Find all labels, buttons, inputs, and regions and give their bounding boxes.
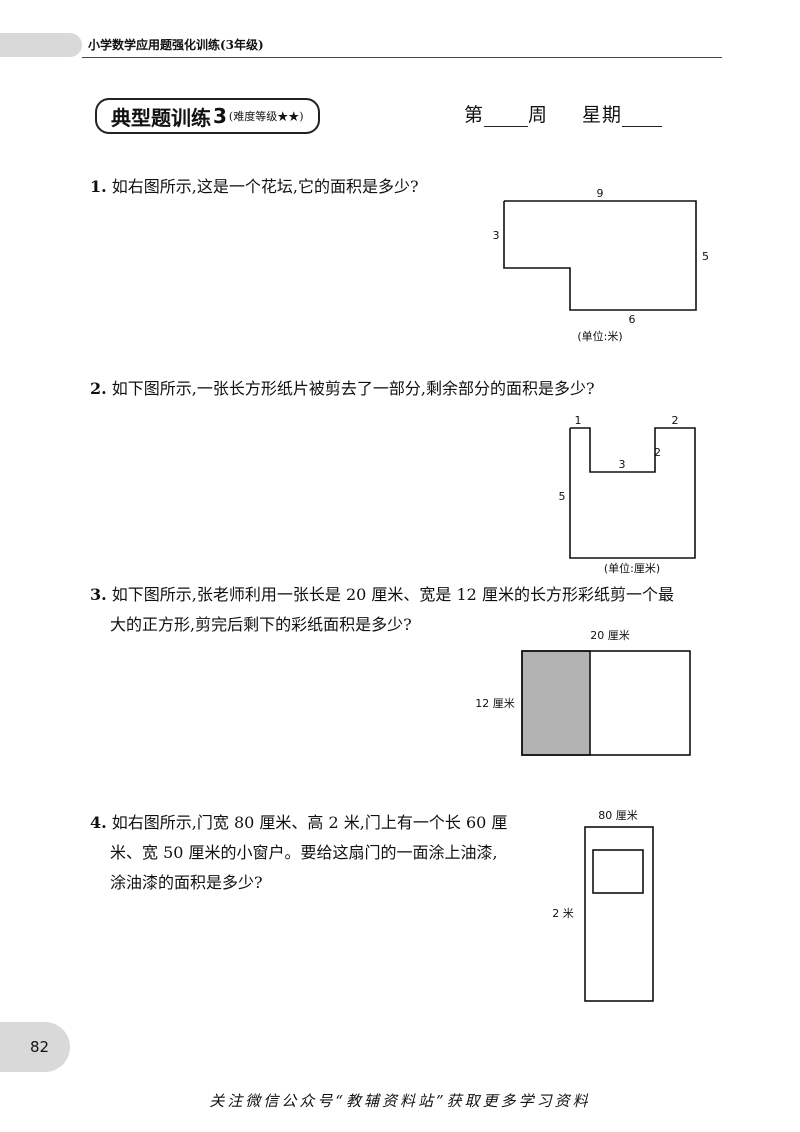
footer-note: 关注微信公众号“教辅资料站”获取更多学习资料 — [209, 1092, 591, 1110]
figure-2-unit: (单位:厘米) — [604, 561, 660, 575]
question-4-text-2: 米、宽 50 厘米的小窗户。要给这扇门的一面涂上油漆, — [110, 843, 498, 862]
figure-1-left-label: 3 — [493, 229, 500, 242]
figure-2-notch-width-label: 3 — [619, 458, 626, 471]
question-1: 1. 如右图所示,这是一个花坛,它的面积是多少? — [90, 172, 419, 202]
question-4: 4. 如右图所示,门宽 80 厘米、高 2 米,门上有一个长 60 厘 米、宽 … — [90, 808, 540, 898]
figure-1-outline — [503, 200, 697, 311]
question-1-text: 如右图所示,这是一个花坛,它的面积是多少? — [111, 177, 419, 196]
question-4-text-1: 如右图所示,门宽 80 厘米、高 2 米,门上有一个长 60 厘 — [111, 813, 508, 832]
weekday-label: 星期 — [582, 104, 623, 126]
figure-1-right-label: 5 — [702, 250, 709, 263]
page-number: 82 — [30, 1038, 50, 1056]
week-day-line: 第 周 星期 — [464, 100, 663, 127]
figure-3-square-shaded — [521, 650, 591, 756]
question-4-number: 4. — [90, 813, 107, 832]
figure-4-window — [592, 849, 644, 894]
figure-2-cut-paper: 1 2 2 3 5 (单位:厘米) — [559, 414, 696, 575]
figure-2-left-label: 5 — [559, 490, 566, 503]
header-band — [0, 33, 82, 57]
week-label-di: 第 — [464, 104, 485, 126]
question-2-text: 如下图所示,一张长方形纸片被剪去了一部分,剩余部分的面积是多少? — [111, 379, 595, 398]
header-rule — [82, 57, 722, 58]
figure-3-rectangle — [521, 650, 691, 756]
figure-4-door: 80 厘米 2 米 — [552, 809, 654, 1002]
question-2: 2. 如下图所示,一张长方形纸片被剪去了一部分,剩余部分的面积是多少? — [90, 374, 595, 404]
question-3: 3. 如下图所示,张老师利用一张长是 20 厘米、宽是 12 厘米的长方形彩纸剪… — [90, 580, 730, 640]
figure-1-bottom-label: 6 — [629, 313, 636, 326]
figure-4-door-outline — [584, 826, 654, 1002]
question-3-number: 3. — [90, 585, 107, 604]
figure-2-notch-depth-label: 2 — [654, 446, 661, 459]
figure-2-outline — [569, 427, 696, 559]
figure-2-top-left-label: 1 — [575, 414, 582, 427]
question-2-number: 2. — [90, 379, 107, 398]
weekday-blank[interactable] — [622, 106, 663, 127]
week-label-zhou: 周 — [528, 104, 549, 126]
figure-4-top-label: 80 厘米 — [598, 809, 638, 822]
figure-1-top-label: 9 — [597, 187, 604, 200]
figure-1-unit: (单位:米) — [577, 329, 622, 343]
question-1-number: 1. — [90, 177, 107, 196]
section-number: 3 — [213, 104, 227, 128]
figure-3-left-label: 12 厘米 — [475, 697, 515, 710]
section-title: 典型题训练 — [111, 105, 211, 130]
book-title: 小学数学应用题强化训练(3年级) — [88, 38, 264, 52]
question-4-text-3: 涂油漆的面积是多少? — [110, 873, 263, 892]
question-3-line-1: 3. 如下图所示,张老师利用一张长是 20 厘米、宽是 12 厘米的长方形彩纸剪… — [90, 580, 730, 610]
figure-1-flowerbed: 9 3 5 6 (单位:米) — [493, 187, 710, 343]
figure-4-left-label: 2 米 — [552, 907, 574, 920]
week-blank[interactable] — [484, 106, 529, 127]
question-4-line-1: 4. 如右图所示,门宽 80 厘米、高 2 米,门上有一个长 60 厘 — [90, 808, 540, 838]
difficulty-label: (难度等级★★) — [228, 110, 304, 123]
question-3-text-2: 大的正方形,剪完后剩下的彩纸面积是多少? — [110, 615, 412, 634]
section-badge: 典型题训练 3 (难度等级★★) — [95, 98, 320, 134]
page-number-tab: 82 — [0, 1022, 70, 1072]
figure-3-paper: 20 厘米 12 厘米 — [475, 629, 691, 756]
question-3-text-1: 如下图所示,张老师利用一张长是 20 厘米、宽是 12 厘米的长方形彩纸剪一个最 — [111, 585, 674, 604]
figure-2-top-right-label: 2 — [672, 414, 679, 427]
figure-3-top-label: 20 厘米 — [590, 629, 630, 642]
